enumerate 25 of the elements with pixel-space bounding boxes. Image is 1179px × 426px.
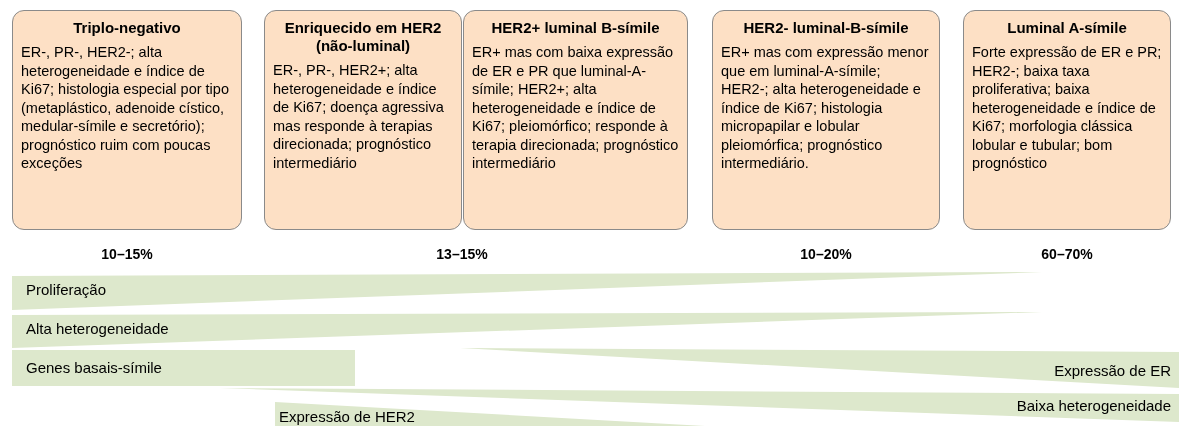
card-description: ER+ mas com expressão menor que em luminal-A-símile; HER2-; alta heterogeneidade e índice de Ki67; histologia micropapilar e lobular pleiomórfica; prognóstico intermediário.	[721, 43, 930, 173]
card-title: Triplo-negativo	[72, 19, 182, 37]
card-title: HER2- luminal-B-símile	[742, 19, 910, 37]
subtype-card	[963, 10, 1171, 230]
card-description: ER+ mas com baixa expressão de ER e PR que luminal-A-símile; HER2+; alta heterogeneidade e índice de Ki67; pleiomórfico; responde à terapia direcionada; prognóstico intermediário	[472, 43, 679, 173]
subtype-card	[463, 10, 688, 230]
band-label: Baixa heterogeneidade	[1016, 397, 1171, 415]
band-label: Expressão de HER2	[279, 408, 415, 426]
card-description: ER-, PR-, HER2+; alta heterogeneidade e índice de Ki67; doença agressiva mas responde à terapias direcionada; prognóstico intermediário	[273, 61, 445, 172]
percentage-label: 60–70%	[1041, 246, 1093, 262]
percentage-label: 13–15%	[436, 246, 488, 262]
subtype-card	[264, 10, 462, 230]
band-label: Genes basais-símile	[26, 359, 162, 377]
card-description: ER-, PR-, HER2-; alta heterogeneidade e índice de Ki67; histologia especial por tipo (metaplástico, adenoide cístico, medular-símile e secretório); prognóstico ruim com poucas exceções	[21, 43, 230, 173]
card-description: Forte expressão de ER e PR; HER2-; baixa taxa proliferativa; baixa heterogeneidade e índice de Ki67; morfologia clássica lobular e tubular; bom prognóstico	[972, 43, 1162, 173]
percentage-label: 10–20%	[800, 246, 852, 262]
band-label: Proliferação	[26, 281, 107, 299]
subtype-card	[712, 10, 940, 230]
band-label: Alta heterogeneidade	[26, 320, 169, 338]
subtype-card	[12, 10, 242, 230]
percentage-label: 10–15%	[101, 246, 153, 262]
card-title: Enriquecido em HER2 (não-luminal)	[283, 19, 443, 55]
card-title: Luminal A-símile	[1006, 19, 1128, 37]
band-label: Expressão de ER	[1054, 362, 1171, 380]
card-title: HER2+ luminal B-símile	[490, 19, 661, 37]
